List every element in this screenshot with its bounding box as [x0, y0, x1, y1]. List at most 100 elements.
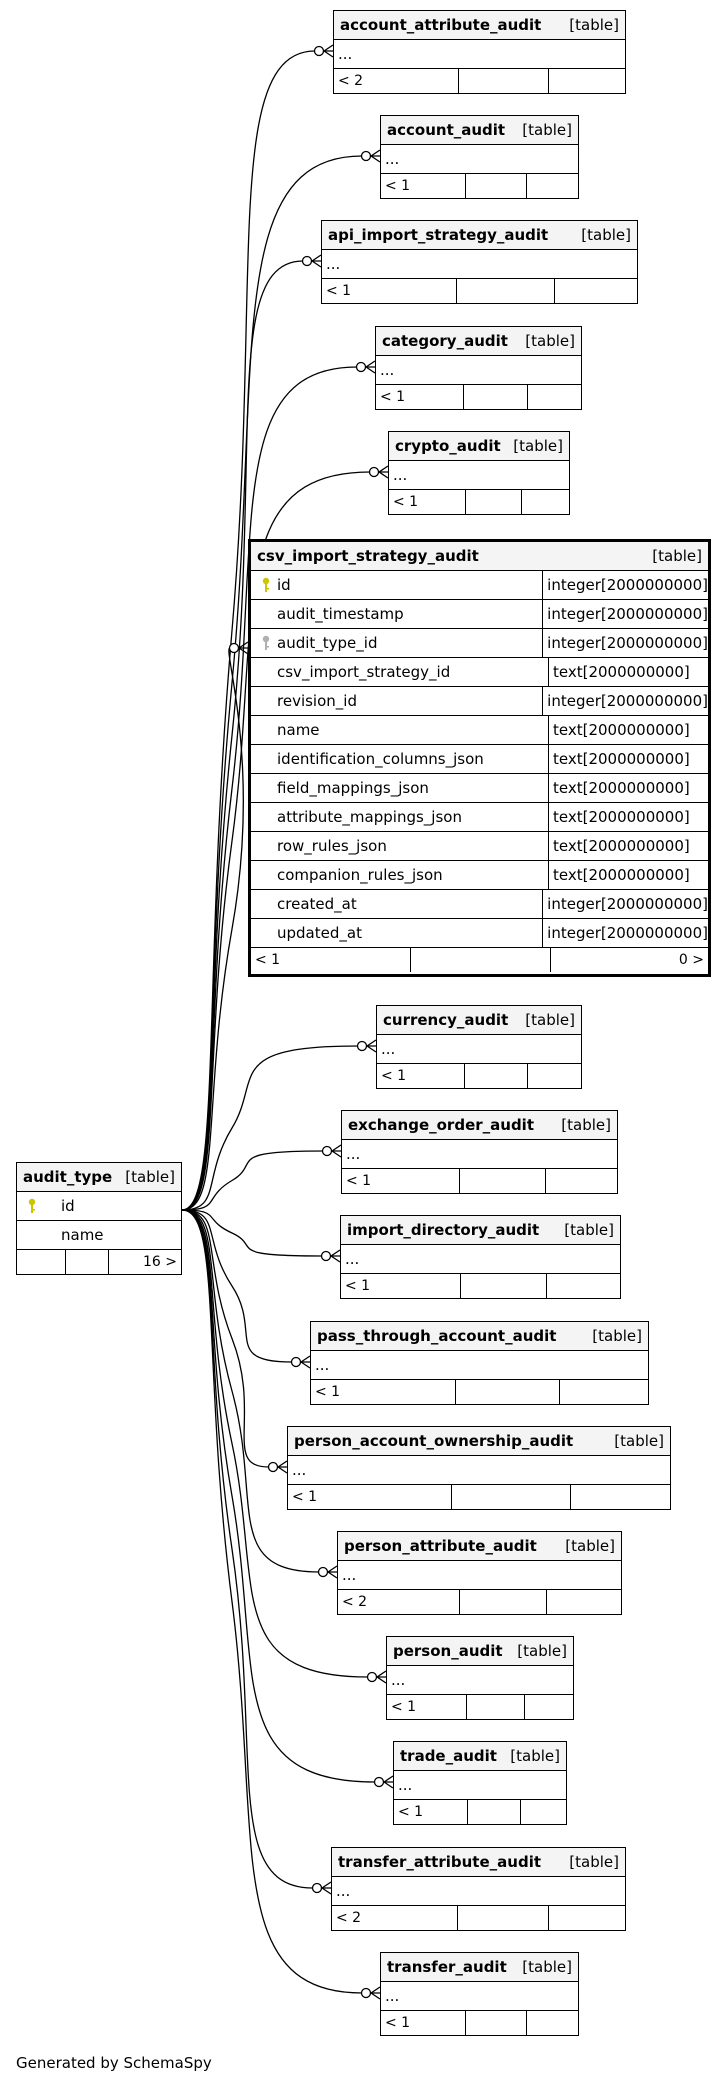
collapsed-columns[interactable]: ... — [389, 461, 569, 490]
collapsed-columns[interactable]: ... — [338, 1561, 621, 1590]
parents-count[interactable]: < 1 — [387, 1695, 467, 1719]
collapsed-columns[interactable]: ... — [394, 1771, 566, 1800]
table-name: account_attribute_audit — [340, 16, 542, 34]
parents-count[interactable]: < 2 — [338, 1590, 460, 1614]
table-name: account_audit — [387, 121, 506, 139]
table-person-account-ownership-audit[interactable]: person_account_ownership_audit[table]...… — [287, 1426, 671, 1510]
collapsed-columns[interactable]: ... — [376, 356, 581, 385]
column-row-id[interactable]: id — [17, 1192, 181, 1221]
table-kind: [table] — [652, 547, 702, 565]
table-kind: [table] — [592, 1327, 642, 1345]
footer-spacer — [546, 1169, 618, 1193]
table-category-audit[interactable]: category_audit[table]...< 1 — [375, 326, 582, 410]
table-audit-type[interactable]: audit_type [table] id name 16 > — [16, 1162, 182, 1275]
parents-count[interactable]: < 1 — [394, 1800, 468, 1824]
table-trade-audit[interactable]: trade_audit[table]...< 1 — [393, 1741, 567, 1825]
parents-count[interactable]: < 1 — [381, 2011, 466, 2035]
relationship-line — [181, 1209, 270, 1468]
collapsed-columns[interactable]: ... — [311, 1351, 648, 1380]
relationship-line — [181, 1209, 293, 1363]
crowfoot-icon — [311, 254, 322, 268]
table-person-attribute-audit[interactable]: person_attribute_audit[table]...< 2 — [337, 1531, 622, 1615]
table-kind: [table] — [569, 1853, 619, 1871]
parents-count[interactable]: < 1 — [288, 1485, 453, 1509]
optional-circle-icon — [228, 642, 240, 654]
column-name-cell: csv_import_strategy_id — [251, 658, 549, 686]
parents-count[interactable]: < 1 — [341, 1274, 461, 1298]
table-footer: < 1 — [288, 1485, 670, 1509]
children-count: 0 > — [678, 952, 704, 968]
footer-spacer — [468, 1800, 522, 1824]
table-transfer-audit[interactable]: transfer_audit[table]...< 1 — [380, 1952, 579, 2036]
column-name-cell: companion_rules_json — [251, 861, 549, 889]
table-pass-through-account-audit[interactable]: pass_through_account_audit[table]...< 1 — [310, 1321, 649, 1405]
optional-circle-icon — [317, 1566, 329, 1578]
column-name: csv_import_strategy_id — [277, 663, 451, 681]
parents-count[interactable]: < 1 — [389, 490, 467, 514]
collapsed-columns[interactable]: ... — [381, 145, 578, 174]
table-kind: [table] — [565, 1537, 615, 1555]
parents-count[interactable]: < 2 — [332, 1906, 458, 1930]
parents-count[interactable]: < 1 — [376, 385, 465, 409]
footer-spacer — [466, 2011, 527, 2035]
table-kind: [table] — [525, 332, 575, 350]
collapsed-columns[interactable]: ... — [288, 1456, 670, 1485]
parents-count[interactable]: < 1 — [342, 1169, 461, 1193]
table-crypto-audit[interactable]: crypto_audit[table]...< 1 — [388, 431, 570, 515]
collapsed-columns[interactable]: ... — [342, 1140, 617, 1169]
footer-spacer — [465, 1064, 528, 1088]
table-header: audit_type [table] — [17, 1163, 181, 1192]
column-row-name[interactable]: name — [17, 1221, 181, 1250]
table-import-directory-audit[interactable]: import_directory_audit[table]...< 1 — [340, 1215, 621, 1299]
table-api-import-strategy-audit[interactable]: api_import_strategy_audit[table]...< 1 — [321, 220, 638, 304]
parents-count[interactable]: < 1 — [381, 174, 466, 198]
collapsed-columns[interactable]: ... — [334, 40, 625, 69]
table-name: currency_audit — [383, 1011, 509, 1029]
collapsed-columns[interactable]: ... — [377, 1035, 581, 1064]
table-account-audit[interactable]: account_audit[table]...< 1 — [380, 115, 579, 199]
collapsed-columns[interactable]: ... — [332, 1877, 625, 1906]
table-header: account_attribute_audit[table] — [334, 11, 625, 40]
parents-count[interactable]: < 1 — [377, 1064, 465, 1088]
column-type: integer[2000000000] — [547, 924, 708, 942]
table-account-attribute-audit[interactable]: account_attribute_audit[table]...< 2 — [333, 10, 626, 94]
collapsed-columns[interactable]: ... — [322, 250, 637, 279]
relationship-line — [181, 1209, 314, 1889]
table-name: api_import_strategy_audit — [328, 226, 549, 244]
collapsed-columns[interactable]: ... — [381, 1982, 578, 2011]
parents-count[interactable]: < 2 — [334, 69, 460, 93]
children-count[interactable]: 16 > — [143, 1254, 177, 1270]
column-name: row_rules_json — [277, 837, 387, 855]
footer-spacer — [522, 490, 569, 514]
parents-count[interactable]: < 1 — [251, 948, 411, 972]
footer-spacer — [466, 490, 523, 514]
table-person-audit[interactable]: person_audit[table]...< 1 — [386, 1636, 574, 1720]
parents-count[interactable]: < 1 — [311, 1380, 456, 1404]
table-footer: < 1 — [387, 1695, 573, 1719]
table-transfer-attribute-audit[interactable]: transfer_attribute_audit[table]...< 2 — [331, 1847, 626, 1931]
table-exchange-order-audit[interactable]: exchange_order_audit[table]...< 1 — [341, 1110, 618, 1194]
footer-spacer — [452, 1485, 571, 1509]
table-currency-audit[interactable]: currency_audit[table]...< 1 — [376, 1005, 582, 1089]
collapsed-columns[interactable]: ... — [387, 1666, 573, 1695]
collapsed-columns[interactable]: ... — [341, 1245, 620, 1274]
parents-count[interactable]: < 1 — [322, 279, 458, 303]
column-type: integer[2000000000] — [547, 605, 708, 623]
optional-circle-icon — [313, 45, 325, 57]
table-footer: < 1 — [342, 1169, 617, 1193]
